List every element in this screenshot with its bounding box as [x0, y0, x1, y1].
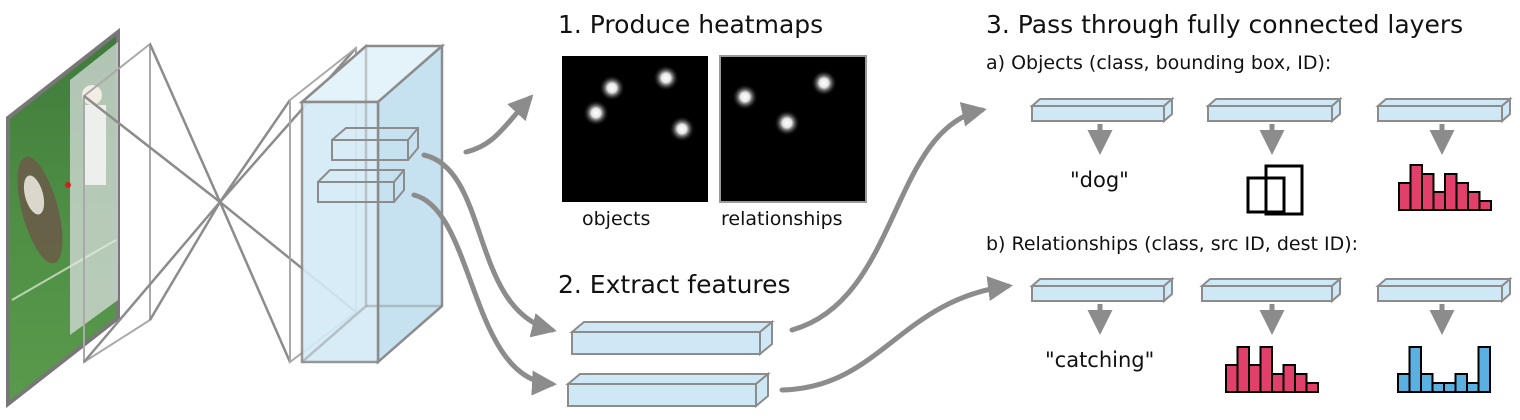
histogram-bar [1477, 346, 1491, 393]
input-photo [6, 27, 120, 409]
histogram-bar [1397, 373, 1411, 393]
fc-block-rel-src [1199, 276, 1343, 304]
histogram-bar [1466, 382, 1480, 393]
step-1-title: 1. Produce heatmaps [558, 10, 824, 39]
fc-block-obj-bbox [1205, 96, 1343, 124]
histogram-bar [1409, 164, 1423, 211]
histogram-relationship-src [1225, 346, 1319, 393]
histogram-bar [1421, 173, 1435, 211]
histogram-bar [1455, 182, 1469, 211]
bounding-box-icon [1246, 164, 1304, 216]
fc-block-rel-class [1029, 276, 1175, 304]
histogram-bar [1431, 382, 1445, 393]
feature-vector-relationships [565, 371, 771, 409]
histogram-bar [1271, 373, 1285, 393]
histogram-bar [1420, 373, 1434, 393]
fc-block-rel-dest [1375, 276, 1513, 304]
feature-vector-objects [569, 319, 775, 357]
heatmap-relationships [719, 55, 867, 203]
object-class-output: "dog" [1070, 168, 1129, 192]
histogram-object-id [1398, 164, 1492, 211]
histogram-bar [1443, 382, 1457, 393]
histogram-relationship-dest [1397, 346, 1491, 393]
step-2-title: 2. Extract features [558, 270, 791, 299]
histogram-bar [1444, 173, 1458, 211]
histogram-bar [1454, 373, 1468, 393]
flow-arrows [411, 94, 1013, 396]
fc-block-obj-class [1029, 96, 1175, 124]
histogram-bar [1467, 191, 1481, 211]
feature-volume [298, 43, 446, 365]
histogram-bar [1236, 346, 1250, 393]
heatmap-objects [562, 56, 708, 202]
feature-slices [317, 127, 419, 203]
objects-section-title: a) Objects (class, bounding box, ID): [986, 52, 1332, 74]
heatmap-objects-label: objects [582, 208, 651, 230]
histogram-bar [1259, 346, 1273, 393]
relationships-section-title: b) Relationships (class, src ID, dest ID… [986, 233, 1359, 255]
heatmap-relationships-label: relationships [721, 208, 843, 230]
relationship-class-output: "catching" [1045, 348, 1155, 372]
histogram-bar [1225, 364, 1239, 393]
step-3-title: 3. Pass through fully connected layers [986, 10, 1464, 39]
histogram-bar [1294, 373, 1308, 393]
histogram-bar [1282, 364, 1296, 393]
histogram-bar [1248, 364, 1262, 393]
histogram-bar [1408, 346, 1422, 393]
histogram-bar [1478, 200, 1492, 211]
fc-block-obj-id [1375, 96, 1513, 124]
histogram-bar [1305, 382, 1319, 393]
histogram-bar [1398, 182, 1412, 211]
histogram-bar [1432, 191, 1446, 211]
